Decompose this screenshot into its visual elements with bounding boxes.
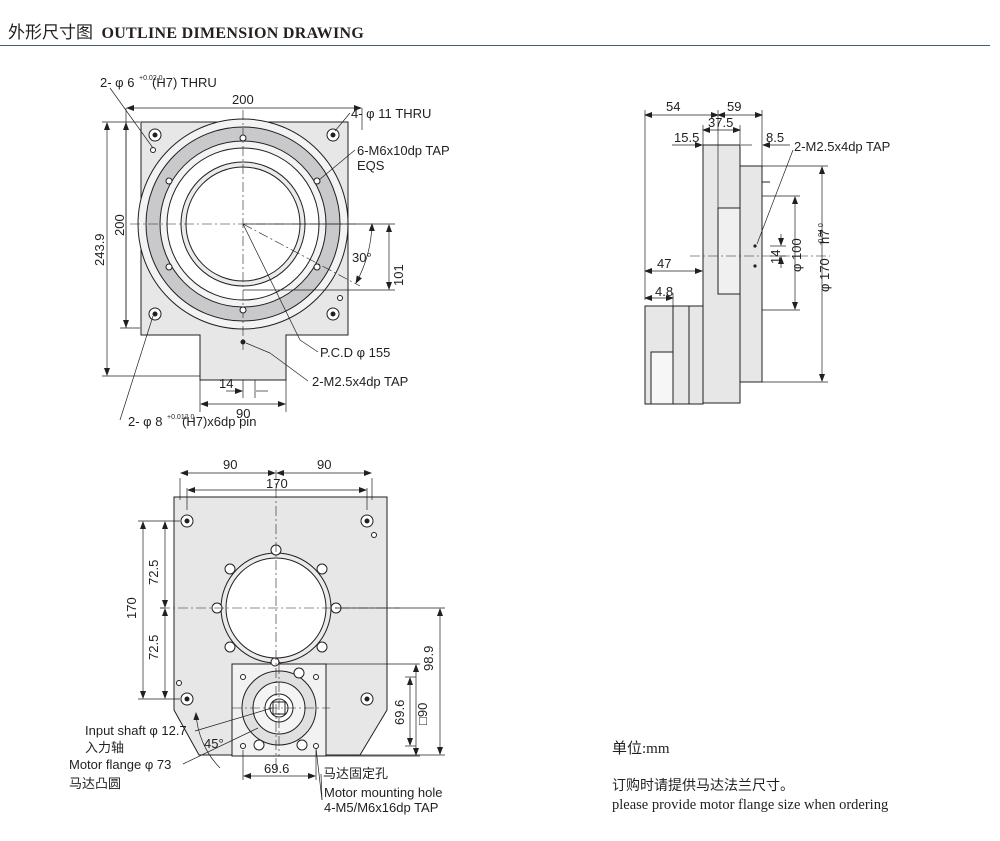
dim-dia-170-tol: -0.04 0 <box>818 223 825 245</box>
side-dim-texts: 54 59 37.5 15.5 8.5 47 4.8 14 φ 100 φ 17… <box>655 99 890 299</box>
callout-pin8-tol: +0.012 0 <box>167 414 195 421</box>
bottom-corner-holes <box>176 514 377 706</box>
dim-69-6-vert: 69.6 <box>392 700 407 725</box>
callout-pin-holes-rest: (H7) THRU <box>152 75 217 90</box>
dim-170-height: 170 <box>124 597 139 619</box>
dim-15-5: 15.5 <box>674 130 699 145</box>
dim-dia-170: φ 170 <box>817 258 832 292</box>
dim-72-5-top: 72.5 <box>146 560 161 585</box>
top-dim-texts: 200 200 243.9 101 30° 14 90 <box>92 92 406 421</box>
callout-pcd: P.C.D φ 155 <box>320 345 390 360</box>
callout-pin8-rest: (H7)x6dp pin <box>182 414 256 429</box>
top-callouts: 2- φ 6 +0.02 0 (H7) THRU 4- φ 11 THRU 6-… <box>100 75 450 429</box>
dim-dia-170-fit: h7 <box>817 230 832 244</box>
dim-37-5: 37.5 <box>708 115 733 130</box>
callout-pin-holes: 2- φ 6 <box>100 75 134 90</box>
dim-170-width: 170 <box>266 476 288 491</box>
dim-47: 47 <box>657 256 671 271</box>
dim-90: 90 <box>236 406 250 421</box>
callout-side-tap: 2-M2.5x4dp TAP <box>794 139 890 154</box>
callout-input-shaft-cn: 入力轴 <box>85 741 124 756</box>
dim-90-left: 90 <box>223 457 237 472</box>
page-header: 外形尺寸图 OUTLINE DIMENSION DRAWING <box>8 18 364 43</box>
callout-eqs: EQS <box>357 158 385 173</box>
motor-mount-holes <box>240 657 319 751</box>
title-cn: 外形尺寸图 <box>8 23 93 43</box>
title-en: OUTLINE DIMENSION DRAWING <box>101 25 365 42</box>
callout-tap6: 6-M6x10dp TAP <box>357 143 450 158</box>
dim-14-side: 14 <box>768 250 783 264</box>
dim-square-90: □90 <box>415 703 430 725</box>
dim-243-9: 243.9 <box>92 233 107 266</box>
dim-101: 101 <box>391 264 406 286</box>
callout-motor-flange: Motor flange φ 73 <box>69 757 171 772</box>
dim-72-5-bottom: 72.5 <box>146 635 161 660</box>
unit-note: 单位:mm <box>612 741 670 757</box>
side-dim-lines <box>644 110 828 383</box>
top-view: 200 200 243.9 101 30° 14 90 2- φ 6 +0.02… <box>92 75 450 429</box>
callout-motor-flange-cn: 马达凸圆 <box>69 777 121 792</box>
top-dim-lines <box>102 87 395 421</box>
dim-90-right: 90 <box>317 457 331 472</box>
dim-200-width: 200 <box>232 92 254 107</box>
top-corner-holes <box>148 128 343 345</box>
dim-14: 14 <box>219 376 233 391</box>
order-note-en: please provide motor flange size when or… <box>612 797 889 813</box>
dim-98-9: 98.9 <box>421 646 436 671</box>
callout-mount-spec: 4-M5/M6x16dp TAP <box>324 800 438 815</box>
side-body <box>644 144 770 405</box>
dim-4-8: 4.8 <box>655 284 673 299</box>
dim-8-5: 8.5 <box>766 130 784 145</box>
bottom-dim-texts: 90 90 170 170 72.5 72.5 98.9 69.6 □90 69… <box>124 457 436 776</box>
dim-45-deg: 45° <box>204 736 224 751</box>
side-small-holes <box>753 244 757 268</box>
dim-200-height: 200 <box>112 214 127 236</box>
callout-tap2: 2-M2.5x4dp TAP <box>312 374 408 389</box>
dim-54: 54 <box>666 99 680 114</box>
order-note-cn: 订购时请提供马达法兰尺寸。 <box>612 778 794 794</box>
callout-mount-en: Motor mounting hole <box>324 785 443 800</box>
callout-mount-cn: 马达固定孔 <box>323 767 388 782</box>
header-rule <box>0 45 990 46</box>
dim-30-deg: 30° <box>352 250 372 265</box>
bottom-dim-lines <box>138 470 445 801</box>
dim-59: 59 <box>727 99 741 114</box>
top-tap-holes <box>165 134 321 314</box>
callout-input-shaft: Input shaft φ 12.7 <box>85 723 187 738</box>
bottom-view: 90 90 170 170 72.5 72.5 98.9 69.6 □90 69… <box>69 457 445 815</box>
callout-pin8: 2- φ 8 <box>128 414 162 429</box>
dim-69-6-horiz: 69.6 <box>264 761 289 776</box>
callout-thru: 4- φ 11 THRU <box>351 106 431 121</box>
dim-dia-100: φ 100 <box>789 238 804 272</box>
side-view: 54 59 37.5 15.5 8.5 47 4.8 14 φ 100 φ 17… <box>644 99 890 405</box>
callout-pin-holes-tol: +0.02 0 <box>139 75 163 82</box>
bottom-callouts: Input shaft φ 12.7 入力轴 Motor flange φ 73… <box>69 723 443 815</box>
